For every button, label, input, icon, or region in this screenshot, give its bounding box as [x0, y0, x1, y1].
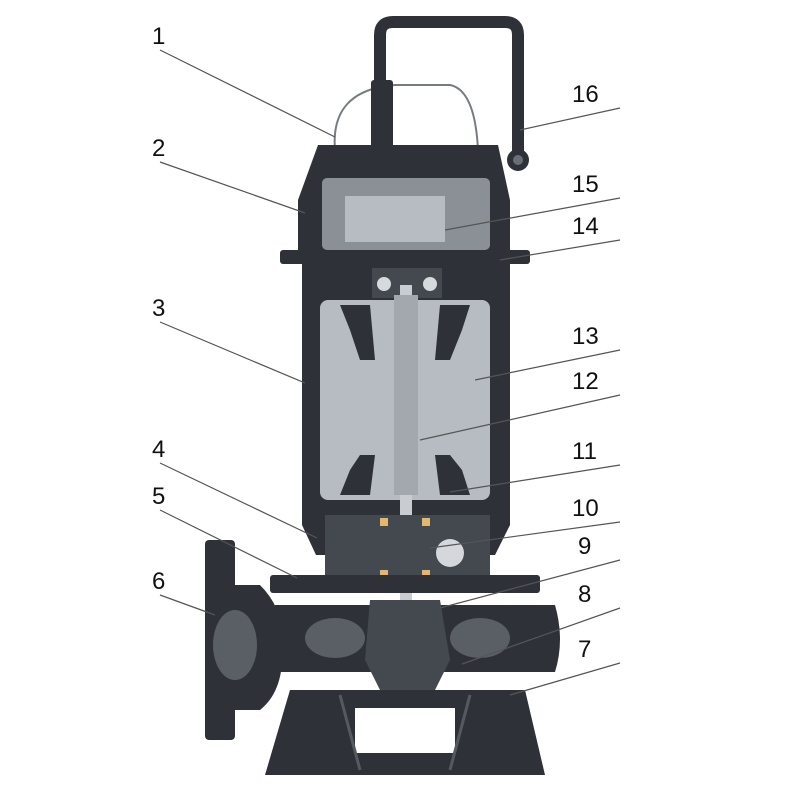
leader-15: [444, 197, 621, 231]
callout-11: 11: [572, 438, 597, 465]
impeller: [365, 600, 450, 700]
leader-13: [474, 349, 621, 381]
callout-1: 1: [152, 23, 165, 50]
leader-11: [449, 464, 621, 493]
callout-labels: 1 2 3 4 5 6 7 8 9 10 11 12 13 14 15 16: [152, 23, 599, 663]
callout-6: 6: [152, 568, 165, 595]
leader-lines: [159, 49, 621, 696]
callout-7: 7: [578, 636, 591, 663]
leader-16: [519, 107, 621, 131]
leader-10: [429, 521, 621, 549]
cable-entry-outline: [333, 84, 479, 151]
leader-4: [159, 462, 318, 539]
callout-8: 8: [578, 581, 591, 608]
callout-2: 2: [152, 135, 165, 162]
callout-14: 14: [572, 213, 599, 240]
leader-9: [439, 559, 621, 609]
leader-8: [461, 607, 621, 665]
callout-13: 13: [572, 323, 599, 350]
cable-gland: [371, 80, 393, 160]
leader-6: [159, 594, 216, 616]
callout-4: 4: [152, 436, 165, 463]
seal-chamber: [325, 515, 490, 585]
leader-12: [419, 394, 621, 441]
motor-flange: [280, 250, 530, 264]
callout-10: 10: [572, 495, 599, 522]
leader-5: [159, 509, 298, 579]
lifting-handle: [374, 16, 524, 158]
callout-12: 12: [572, 368, 599, 395]
leader-14: [499, 239, 621, 261]
leader-2: [159, 161, 306, 214]
leader-7: [509, 662, 621, 696]
callout-9: 9: [578, 533, 591, 560]
callout-16: 16: [572, 81, 599, 108]
pump-body: [205, 16, 560, 775]
leader-1: [159, 49, 336, 138]
callout-15: 15: [572, 171, 599, 198]
callout-3: 3: [152, 295, 165, 322]
oil-plug: [436, 539, 464, 567]
leader-3: [159, 321, 306, 384]
callout-5: 5: [152, 483, 165, 510]
